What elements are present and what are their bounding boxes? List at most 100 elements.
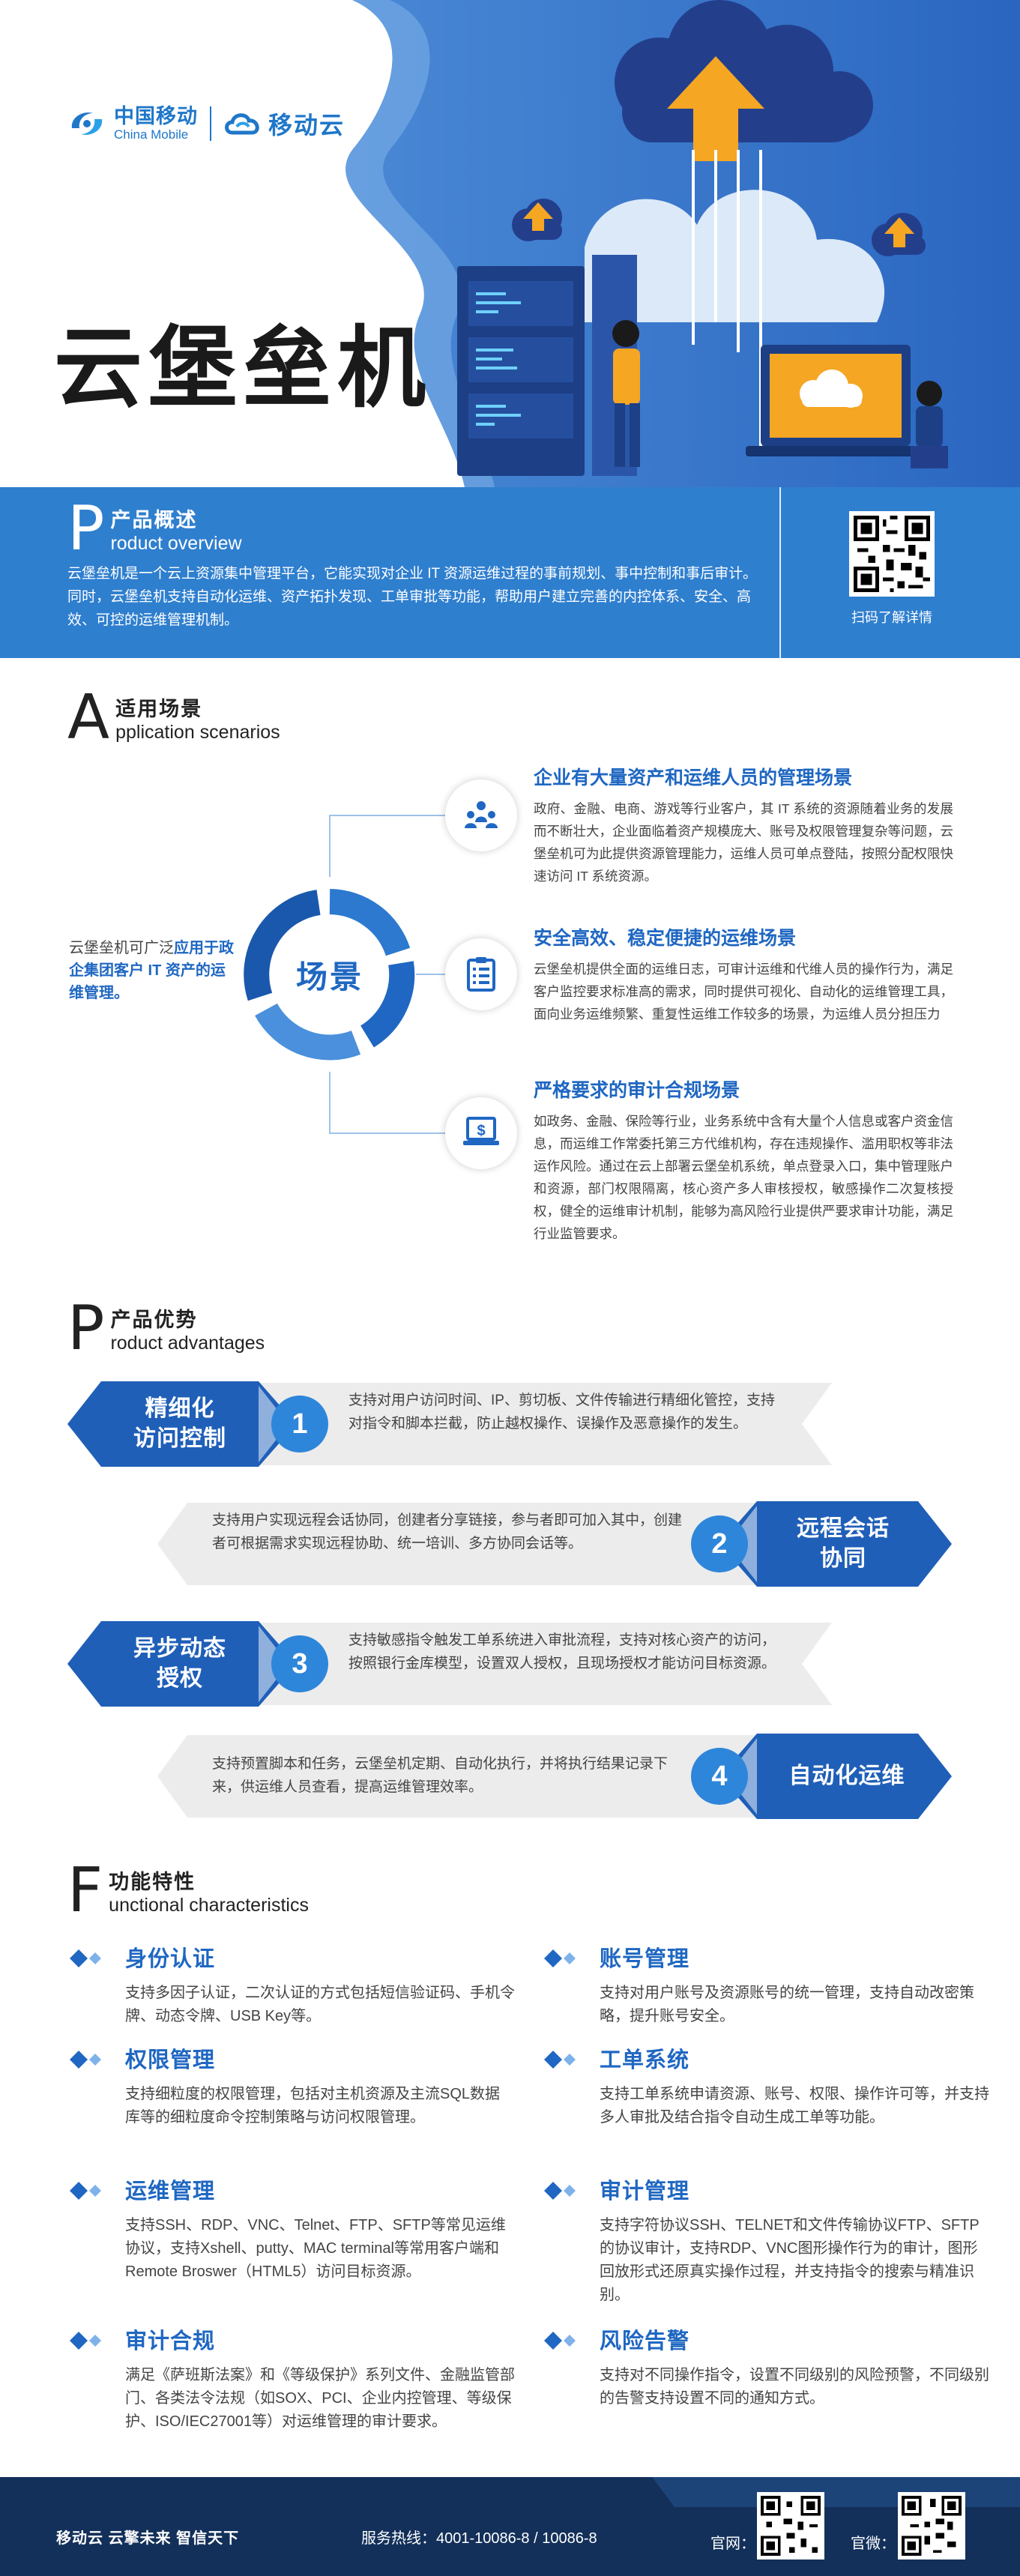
overview-letter: P [67, 493, 105, 564]
website-label: 官网： [710, 2536, 755, 2552]
advantages-heading: P 产品优势 roduct advantages [67, 1293, 265, 1364]
china-mobile-logo: 中国移动 China Mobile [67, 105, 198, 142]
application-title-en: pplication scenarios [115, 722, 280, 743]
scenario-connector-lines [329, 815, 445, 1134]
feature-text: 支持多因子认证，二次认证的方式包括短信验证码、手机令牌、动态令牌、USB Key… [125, 1985, 515, 2024]
feature-item: 身份认证 支持多因子认证，二次认证的方式包括短信验证码、手机令牌、动态令牌、US… [70, 1941, 515, 2028]
advantage-text: 支持用户实现远程会话协同，创建者分享链接，参与者即可加入其中，创建者可根据需求实… [212, 1512, 683, 1551]
laptop-dollar-icon: $ [445, 1097, 517, 1169]
advantage-title: 精细化访问控制 [133, 1396, 226, 1451]
advantage-text: 支持敏感指令触发工单系统进入审批流程，支持对核心资产的访问，按照银行金库模型，设… [348, 1632, 776, 1671]
advantage-text: 支持对用户访问时间、IP、剪切板、文件传输进行精细化管控，支持对指令和脚本拦截，… [348, 1393, 775, 1432]
advantage-title: 异步动态授权 [133, 1636, 226, 1691]
feature-text: 支持对不同操作指令，设置不同级别的风险预警，不同级别的告警支持设置不同的通知方式… [600, 2367, 989, 2407]
feature-text: 支持工单系统申请资源、账号、权限、操作许可等，并支持多人审批及结合指令自动生成工… [600, 2086, 989, 2126]
advantage-item: 支持用户实现远程会话协同，创建者分享链接，参与者即可加入其中，创建者可根据需求实… [0, 1495, 1020, 1593]
feature-item: 风险告警 支持对不同操作指令，设置不同级别的风险预警，不同级别的告警支持设置不同… [544, 2323, 989, 2410]
application-letter: A [67, 682, 110, 753]
diamond-bullet-icon [544, 2051, 576, 2069]
overview-qr-code[interactable] [849, 511, 935, 597]
feature-text: 支持SSH、RDP、VNC、Telnet、FTP、SFTP等常见运维协议，支持X… [125, 2217, 506, 2280]
advantage-title: 自动化运维 [788, 1764, 905, 1788]
feature-title: 审计合规 [125, 2329, 216, 2353]
china-mobile-en-text: China Mobile [114, 127, 189, 142]
hero-banner: 中国移动 China Mobile 移动云 云堡垒机 [0, 0, 1020, 487]
svg-text:$: $ [477, 1123, 485, 1139]
overview-title-cn: 产品概述 [110, 509, 198, 531]
scenario-text: 政府、金融、电商、游戏等行业客户，其 IT 系统的资源随着业务的发展而不断壮大，… [534, 801, 953, 884]
feature-item: 账号管理 支持对用户账号及资源账号的统一管理，支持自动改密策略，提升账号安全。 [544, 1941, 989, 2028]
scenario-title: 安全高效、稳定便捷的运维场景 [534, 928, 797, 949]
feature-title: 风险告警 [600, 2329, 690, 2353]
qr-code-icon [761, 2496, 821, 2556]
feature-title: 账号管理 [600, 1947, 690, 1971]
feature-title: 工单系统 [600, 2048, 690, 2072]
features-title-cn: 功能特性 [109, 1871, 196, 1893]
feature-text: 满足《萨班斯法案》和《等级保护》系列文件、金融监管部门、各类法令法规（如SOX、… [125, 2367, 515, 2430]
brand-divider [210, 106, 211, 141]
diamond-bullet-icon [70, 1949, 101, 1967]
application-heading: A 适用场景 pplication scenarios [67, 682, 280, 753]
overview-heading: P 产品概述 roduct overview [67, 493, 764, 564]
footer-hotline: 服务热线：4001-10086-8 / 10086-8 [361, 2530, 597, 2547]
mobile-cloud-name: 移动云 [268, 112, 345, 139]
features-title-en: unctional characteristics [109, 1895, 309, 1916]
application-intro-highlight: 应用于政企集团客户 IT 资产的运维管理。 [69, 940, 234, 1001]
features-heading: F 功能特性 unctional characteristics [67, 1860, 309, 1922]
feature-title: 运维管理 [125, 2180, 216, 2204]
feature-text: 支持字符协议SSH、TELNET和文件传输协议FTP、SFTP的协议审计，支持R… [600, 2217, 980, 2303]
application-intro: 云堡垒机可广泛应用于政企集团客户 IT 资产的运维管理。 [69, 937, 234, 1004]
scenario-text: 云堡垒机提供全面的运维日志，可审计运维和代维人员的操作行为，满足客户监控要求标准… [534, 962, 953, 1022]
diamond-bullet-icon [70, 2051, 101, 2069]
diamond-bullet-icon [544, 2182, 576, 2200]
scenario-title: 企业有大量资产和运维人员的管理场景 [534, 767, 853, 788]
diamond-bullet-icon [544, 2332, 576, 2350]
scenario-center-label: 场景 [295, 959, 363, 995]
qr-code-icon [902, 2496, 962, 2556]
feature-title: 身份认证 [125, 1947, 216, 1971]
advantage-number: 2 [711, 1527, 728, 1560]
checklist-icon [445, 938, 517, 1010]
overview-text: 云堡垒机是一个云上资源集中管理平台，它能实现对企业 IT 资源运维过程的事前规划… [67, 566, 758, 628]
page-title: 云堡垒机 [54, 316, 432, 420]
scenario-title: 严格要求的审计合规场景 [534, 1080, 740, 1101]
advantage-number: 4 [711, 1760, 728, 1792]
qr-label: 扫码了解详情 [851, 610, 932, 625]
people-network-icon [445, 779, 517, 851]
feature-title: 权限管理 [125, 2048, 216, 2072]
diamond-bullet-icon [70, 2182, 101, 2200]
feature-item: 工单系统 支持工单系统申请资源、账号、权限、操作许可等，并支持多人审批及结合指令… [544, 2042, 989, 2129]
wechat-label: 官微： [851, 2536, 896, 2552]
feature-item: 权限管理 支持细粒度的权限管理，包括对主机资源及主流SQL数据库等的细粒度命令控… [70, 2042, 515, 2129]
wechat-qr-code[interactable] [898, 2492, 965, 2560]
application-title-cn: 适用场景 [115, 698, 203, 720]
feature-item: 运维管理 支持SSH、RDP、VNC、Telnet、FTP、SFTP等常见运维协… [70, 2174, 515, 2284]
application-intro-prefix: 云堡垒机可广泛 [69, 940, 174, 956]
advantage-title: 远程会话协同 [797, 1516, 890, 1571]
product-overview-section: P 产品概述 roduct overview 云堡垒机是一个云上资源集中管理平台… [0, 487, 1020, 658]
scenario-item: 安全高效、稳定便捷的运维场景 云堡垒机提供全面的运维日志，可审计运维和代维人员的… [534, 923, 953, 1025]
advantage-number: 3 [292, 1647, 308, 1680]
advantage-text: 支持预置脚本和任务，云堡垒机定期、自动化执行，并将执行结果记录下来，供运维人员查… [212, 1756, 669, 1795]
advantages-letter: P [67, 1293, 105, 1364]
hero-illustration [0, 0, 1020, 487]
website-qr-code[interactable] [757, 2492, 824, 2560]
advantage-item: 精细化访问控制 1 支持对用户访问时间、IP、剪切板、文件传输进行精细化管控，支… [0, 1375, 1020, 1473]
overview-title-en: roduct overview [110, 533, 242, 554]
scenario-item: 企业有大量资产和运维人员的管理场景 政府、金融、电商、游戏等行业客户，其 IT … [534, 763, 953, 887]
footer: 移动云 云擎未来 智信天下 服务热线：4001-10086-8 / 10086-… [0, 2477, 1020, 2576]
china-mobile-swirl-icon [71, 112, 103, 135]
overview-divider [779, 487, 781, 658]
advantage-item: 支持预置脚本和任务，云堡垒机定期、自动化执行，并将执行结果记录下来，供运维人员查… [0, 1728, 1020, 1825]
footer-slogan: 移动云 云擎未来 智信天下 [56, 2530, 240, 2547]
advantages-title-en: roduct advantages [110, 1333, 265, 1354]
advantages-title-cn: 产品优势 [110, 1309, 198, 1331]
mobile-cloud-logo: 移动云 [223, 106, 345, 141]
feature-text: 支持细粒度的权限管理，包括对主机资源及主流SQL数据库等的细粒度命令控制策略与访… [125, 2086, 501, 2126]
china-mobile-cn-text: 中国移动 [114, 105, 198, 127]
brand-logos: 中国移动 China Mobile 移动云 [67, 105, 345, 142]
scenario-text: 如政务、金融、保险等行业，业务系统中含有大量个人信息或客户资金信息，而运维工作常… [534, 1114, 953, 1241]
feature-title: 审计管理 [600, 2180, 690, 2204]
feature-item: 审计管理 支持字符协议SSH、TELNET和文件传输协议FTP、SFTP的协议审… [544, 2174, 989, 2307]
advantage-number: 1 [292, 1408, 308, 1440]
